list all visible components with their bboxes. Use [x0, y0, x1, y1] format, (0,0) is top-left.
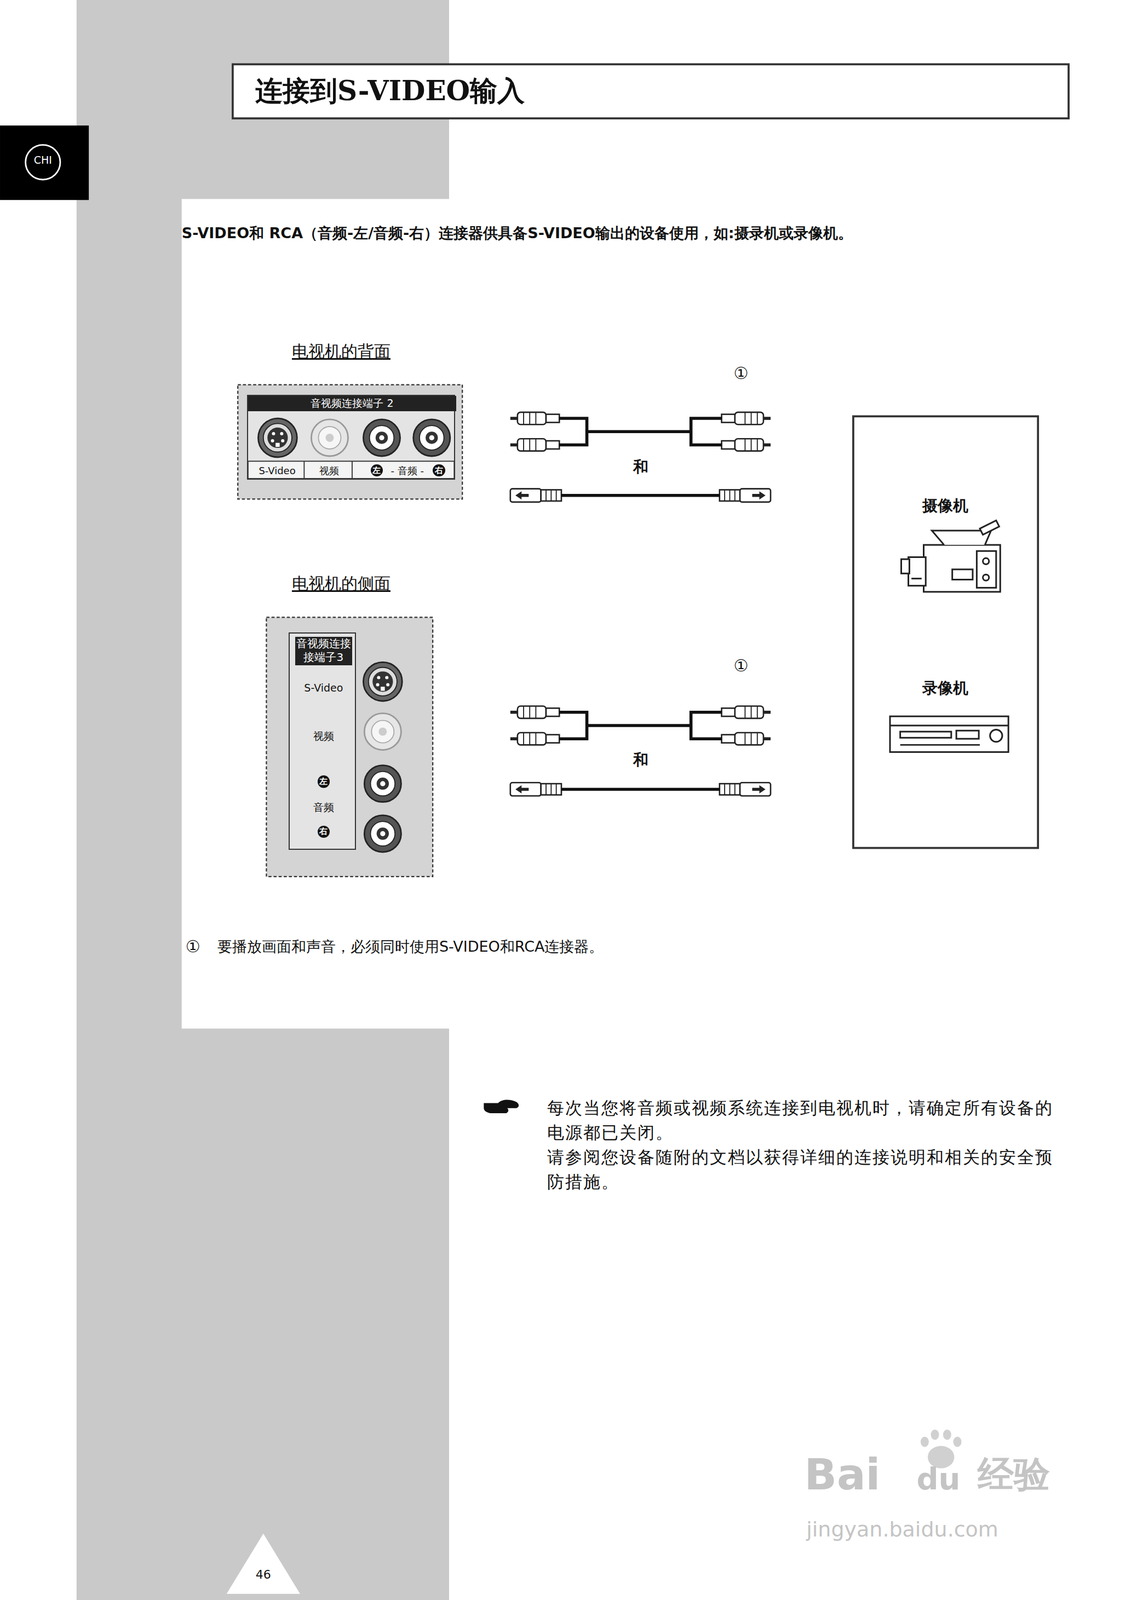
- jack-label: 视频: [305, 462, 354, 480]
- panel-heading: 电视机的背面: [291, 340, 415, 363]
- callout-number: ①: [180, 935, 206, 958]
- panel-header: 音视频连接端子 2: [248, 395, 457, 412]
- device-label: 录像机: [893, 678, 996, 699]
- jack-label: 视频: [289, 727, 358, 746]
- panel-header: 音视频连接接端子3: [295, 636, 353, 666]
- intro-text: S-VIDEO和 RCA（音频-左/音频-右）连接器供具备S-VIDEO输出的设…: [181, 223, 1127, 243]
- side-panel: 电视机的侧面音视频连接接端子3S-Video视频左音频右: [266, 617, 433, 877]
- device-label: 摄像机: [893, 496, 996, 516]
- jack-label: S-Video: [249, 462, 306, 480]
- page-title: 连接到S-VIDEO输入: [255, 67, 1062, 115]
- watermark: du: [916, 1459, 978, 1500]
- note-text: 每次当您将音频或视频系统连接到电视机时，请确定所有设备的电源都已关闭。: [547, 1095, 1063, 1146]
- jack-label: 音频: [289, 799, 358, 817]
- jack-label: - 音频 -: [383, 462, 432, 480]
- footnote: 要播放画面和声音，必须同时使用S-VIDEO和RCA连接器。: [217, 937, 1116, 957]
- channel-mark: 左: [370, 464, 383, 477]
- cable-conjunction: 和: [626, 750, 656, 771]
- channel-mark: 右: [317, 825, 330, 838]
- jack-panel: 音视频连接接端子3S-Video 视频左音频右: [288, 632, 356, 851]
- note-block: 每次当您将音频或视频系统连接到电视机时，请确定所有设备的电源都已关闭。请参阅您设…: [547, 1095, 1063, 1195]
- watermark: 经验: [977, 1451, 1080, 1499]
- callout-number: ①: [728, 655, 754, 677]
- watermark: Bai: [804, 1447, 917, 1503]
- back-panel: 电视机的背面音视频连接端子 2S-Video视频左- 音频 -右: [237, 385, 463, 500]
- panel-heading: 电视机的侧面: [291, 572, 415, 595]
- note-text: 请参阅您设备随附的文档以获得详细的连接说明和相关的安全预防措施。: [547, 1145, 1063, 1195]
- jack-label: S-Video: [289, 679, 358, 698]
- callout-number: ①: [728, 362, 754, 384]
- page-number: 46: [244, 1567, 282, 1584]
- channel-mark: 右: [432, 464, 445, 477]
- watermark: jingyan.baidu.com: [806, 1516, 1072, 1544]
- language-tab: CHI: [25, 153, 61, 168]
- channel-mark: 左: [317, 775, 330, 788]
- cable-conjunction: 和: [626, 457, 656, 478]
- jack-panel: 音视频连接端子 2 S-Video视频 左- 音频 -右: [247, 394, 456, 480]
